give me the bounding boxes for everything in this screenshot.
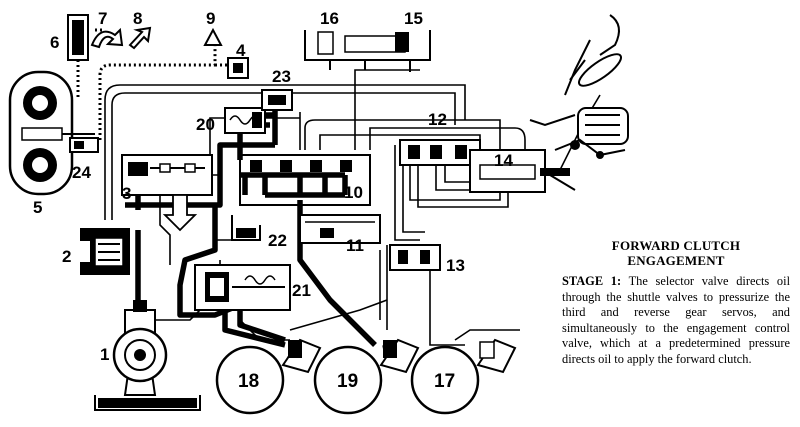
label-24: 24 bbox=[72, 163, 91, 182]
label-23: 23 bbox=[272, 67, 291, 86]
label-13: 13 bbox=[446, 256, 465, 275]
caption-title-line-2: ENGAGEMENT bbox=[627, 253, 725, 268]
clutch-19 bbox=[313, 338, 420, 415]
stage-label: STAGE 1: bbox=[562, 274, 622, 288]
label-22: 22 bbox=[268, 231, 287, 250]
cooler-6 bbox=[67, 14, 89, 61]
valve-20 bbox=[224, 107, 266, 134]
label-11: 11 bbox=[346, 236, 364, 255]
control-valve-21 bbox=[194, 264, 291, 311]
valve-13 bbox=[389, 244, 441, 271]
label-2: 2 bbox=[62, 247, 71, 266]
selector-linkage bbox=[529, 14, 629, 191]
label-18: 18 bbox=[238, 371, 259, 392]
valve-23 bbox=[261, 89, 293, 111]
label-9: 9 bbox=[206, 9, 215, 28]
label-10: 10 bbox=[344, 183, 363, 202]
label-14: 14 bbox=[494, 151, 513, 170]
label-16: 16 bbox=[320, 9, 339, 28]
label-21: 21 bbox=[292, 281, 311, 300]
caption-block: FORWARD CLUTCH ENGAGEMENT STAGE 1: The s… bbox=[562, 238, 790, 368]
exhaust-arrow-7 bbox=[90, 27, 124, 49]
valve-block-15-16 bbox=[304, 30, 431, 72]
label-5: 5 bbox=[33, 198, 42, 217]
label-1: 1 bbox=[100, 345, 109, 364]
caption-body: STAGE 1: The selector valve directs oil … bbox=[562, 274, 790, 368]
label-8: 8 bbox=[133, 9, 142, 28]
label-15: 15 bbox=[404, 9, 423, 28]
servo-14 bbox=[469, 149, 570, 193]
label-3: 3 bbox=[122, 184, 131, 203]
shuttle-valves-12 bbox=[399, 139, 481, 166]
valve-24 bbox=[69, 137, 99, 153]
label-6: 6 bbox=[50, 33, 59, 52]
caption-title: FORWARD CLUTCH ENGAGEMENT bbox=[562, 238, 790, 268]
torque-converter bbox=[8, 70, 95, 196]
component-labels: 1 2 3 4 5 6 7 8 9 10 11 12 13 14 15 16 1… bbox=[33, 9, 513, 392]
clutch-17 bbox=[410, 338, 517, 415]
exhaust-arrow-9 bbox=[203, 27, 223, 46]
label-4: 4 bbox=[236, 41, 246, 60]
valve-body-10 bbox=[239, 154, 371, 206]
label-20: 20 bbox=[196, 115, 215, 134]
valve-4 bbox=[227, 57, 249, 79]
label-17: 17 bbox=[434, 371, 455, 392]
stage-description: The selector valve directs oil through t… bbox=[562, 274, 791, 366]
valve-22 bbox=[231, 215, 261, 241]
oil-pump bbox=[112, 300, 168, 383]
label-12: 12 bbox=[428, 110, 447, 129]
label-19: 19 bbox=[337, 371, 358, 392]
clutch-18 bbox=[215, 338, 322, 415]
exhaust-arrow-8 bbox=[128, 26, 152, 50]
selector-valve-3 bbox=[121, 154, 213, 232]
caption-title-line-1: FORWARD CLUTCH bbox=[611, 238, 741, 253]
label-7: 7 bbox=[98, 9, 107, 28]
valve-11 bbox=[299, 214, 381, 244]
governor-2 bbox=[80, 228, 130, 275]
